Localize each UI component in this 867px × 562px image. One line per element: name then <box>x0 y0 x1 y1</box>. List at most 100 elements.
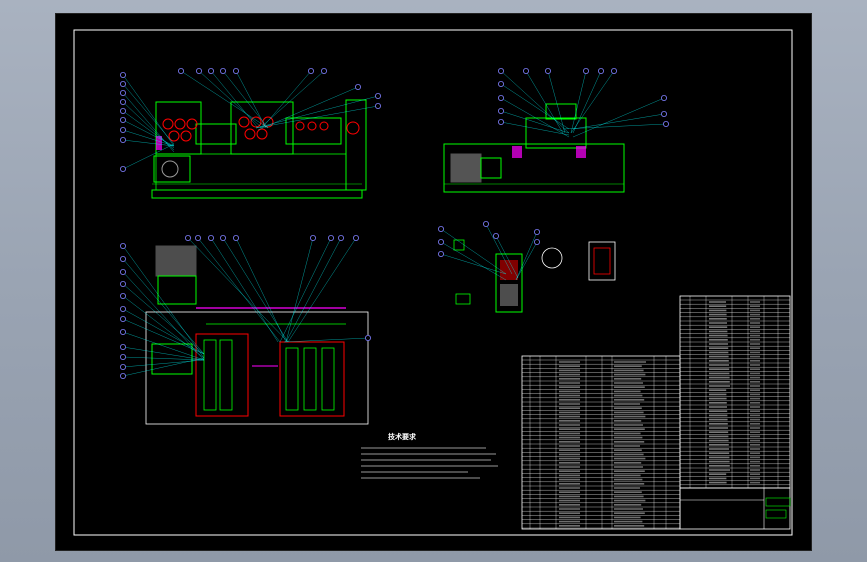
part-balloon-icon <box>364 334 371 341</box>
leader-line <box>287 237 357 343</box>
part-balloon-icon <box>533 228 540 235</box>
leader-line <box>285 237 314 343</box>
part-balloon-icon <box>374 93 381 100</box>
detail-views[interactable] <box>453 239 616 313</box>
part-balloon-icon <box>611 68 618 75</box>
leader-line <box>495 235 519 279</box>
leader-lines <box>122 70 667 377</box>
leader-line <box>261 70 312 129</box>
part-balloon-icon <box>178 68 185 75</box>
title-block <box>679 487 791 530</box>
leader-line <box>515 241 538 281</box>
leader-line <box>485 223 513 275</box>
part-balloons <box>120 68 670 379</box>
leader-line <box>122 357 205 377</box>
cad-drawing-canvas[interactable]: 技术要求 <box>56 14 811 550</box>
part-balloon-icon <box>497 119 504 126</box>
part-balloon-icon <box>120 255 127 262</box>
part-balloon-icon <box>120 117 127 124</box>
leader-line <box>572 97 665 138</box>
part-balloon-icon <box>120 372 127 379</box>
part-balloon-icon <box>497 95 504 102</box>
leader-line <box>440 241 507 281</box>
leader-line <box>210 237 279 343</box>
cad-drawing-viewport[interactable]: 技术要求 <box>55 13 812 551</box>
table-text-strokes <box>559 301 760 527</box>
leader-line <box>122 143 175 170</box>
leader-line <box>197 237 281 343</box>
leader-line <box>122 271 205 361</box>
part-balloon-icon <box>374 103 381 110</box>
part-balloon-icon <box>497 68 504 75</box>
part-balloon-icon <box>120 81 127 88</box>
part-balloon-icon <box>320 68 327 75</box>
leader-line <box>259 70 325 129</box>
plan-view[interactable] <box>145 245 369 425</box>
part-balloon-icon <box>219 234 226 241</box>
part-balloon-icon <box>437 238 444 245</box>
part-balloon-icon <box>352 234 359 241</box>
part-balloon-icon <box>533 238 540 245</box>
part-balloon-icon <box>232 234 239 241</box>
leader-line <box>500 97 570 138</box>
part-balloon-icon <box>120 72 127 79</box>
leader-line <box>570 70 587 134</box>
part-balloon-icon <box>232 68 239 75</box>
part-balloon-icon <box>437 250 444 257</box>
part-balloon-icon <box>497 81 504 88</box>
part-balloon-icon <box>492 232 499 239</box>
leader-line <box>122 308 205 355</box>
part-balloon-icon <box>207 68 214 75</box>
part-balloon-icon <box>661 95 668 102</box>
part-balloon-icon <box>661 111 668 118</box>
leader-line <box>122 119 175 147</box>
part-balloon-icon <box>120 292 127 299</box>
leader-line <box>198 70 263 129</box>
leader-line <box>255 95 379 129</box>
leader-line <box>122 110 175 149</box>
part-balloon-icon <box>522 68 529 75</box>
leader-line <box>122 356 205 361</box>
leader-line <box>122 346 205 361</box>
part-balloon-icon <box>120 305 127 312</box>
leader-line <box>500 83 570 130</box>
leader-line <box>122 318 205 355</box>
leader-line <box>122 139 175 147</box>
part-balloon-icon <box>583 68 590 75</box>
part-balloon-icon <box>598 68 605 75</box>
leader-line <box>440 228 507 275</box>
part-balloon-icon <box>437 225 444 232</box>
leader-line <box>122 295 205 359</box>
part-balloon-icon <box>120 315 127 322</box>
part-balloon-icon <box>120 363 127 370</box>
leader-line <box>122 331 205 361</box>
roller-stand-icon <box>162 118 174 130</box>
leader-line <box>222 237 289 343</box>
part-balloon-icon <box>120 328 127 335</box>
front-elevation-view[interactable] <box>151 99 367 199</box>
leader-line <box>187 237 289 343</box>
leader-line <box>180 70 269 129</box>
parts-list-upper <box>679 295 791 489</box>
part-balloon-icon <box>120 127 127 134</box>
leader-line <box>525 70 564 134</box>
part-balloon-icon <box>309 234 316 241</box>
leader-line <box>572 113 665 130</box>
part-balloon-icon <box>207 234 214 241</box>
leader-line <box>122 129 175 147</box>
leader-line <box>285 237 342 343</box>
leader-line <box>562 123 667 130</box>
parts-list-lower <box>521 355 681 530</box>
leader-line <box>283 337 369 343</box>
part-balloon-icon <box>219 68 226 75</box>
side-elevation-view[interactable] <box>443 103 625 193</box>
leader-line <box>257 86 359 131</box>
leader-line <box>515 231 538 281</box>
part-balloon-icon <box>663 121 670 128</box>
leader-line <box>572 70 602 134</box>
leader-line <box>440 253 507 275</box>
part-balloon-icon <box>120 242 127 249</box>
leader-line <box>547 70 566 134</box>
leader-line <box>255 105 379 129</box>
part-balloon-icon <box>544 68 551 75</box>
